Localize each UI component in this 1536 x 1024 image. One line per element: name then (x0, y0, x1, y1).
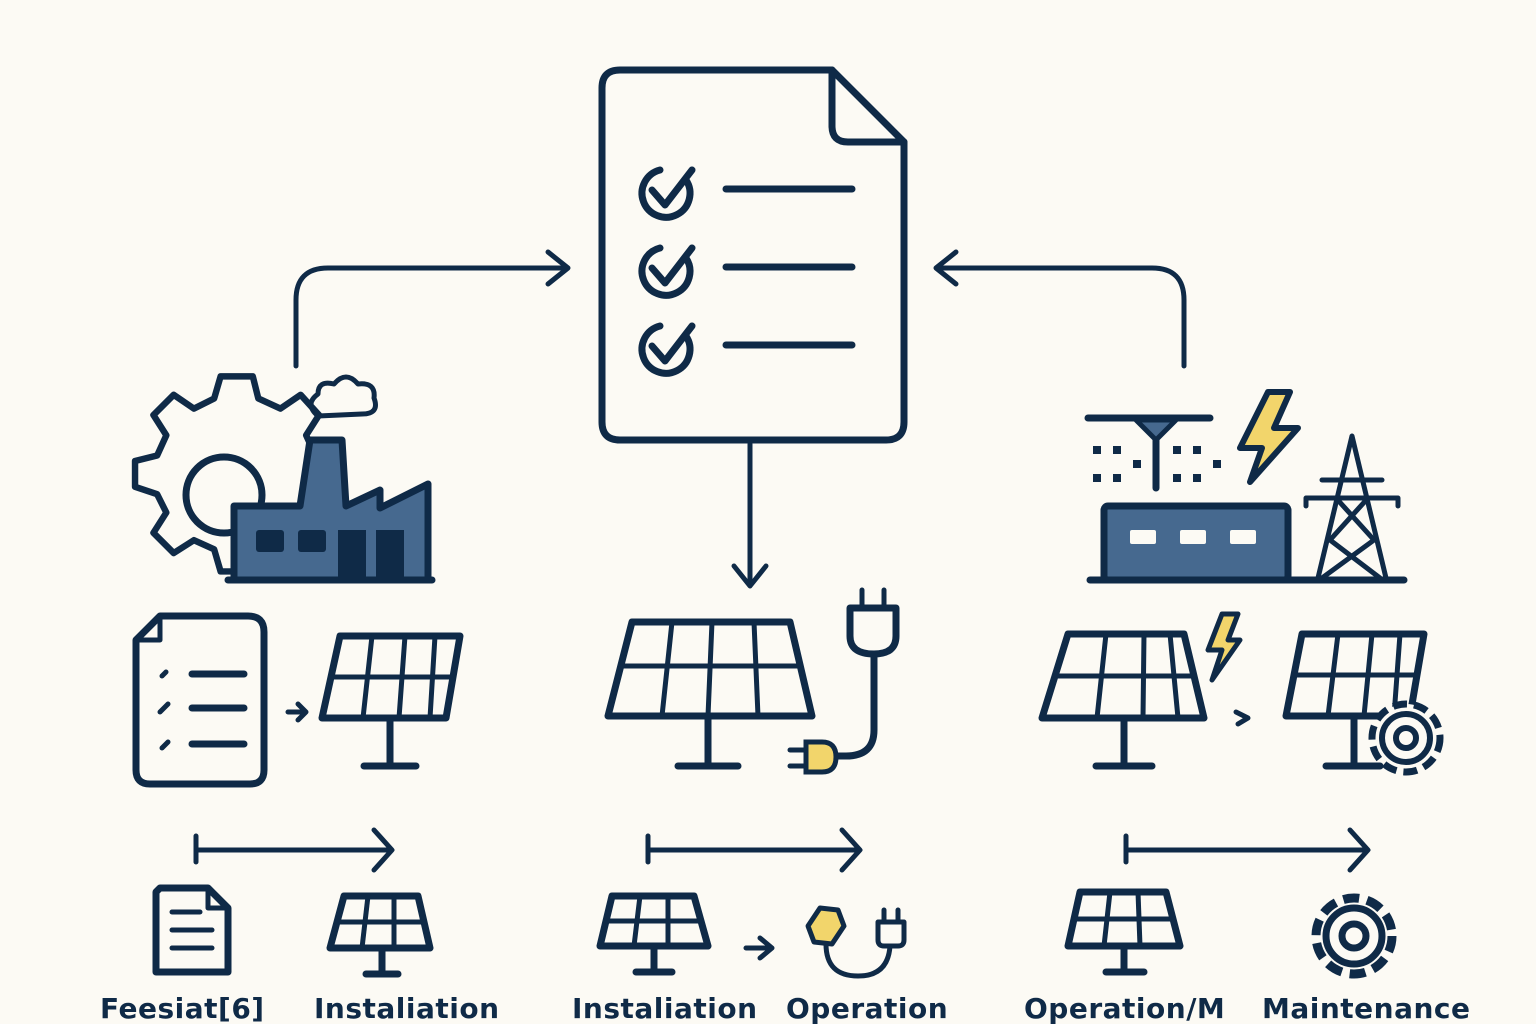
plug-cable-icon (787, 587, 900, 775)
small-arrow-icon (285, 701, 309, 723)
small-arrow-icon (1233, 709, 1251, 727)
solar-panel-icon (1064, 888, 1184, 976)
transformer-box (1100, 502, 1292, 584)
factory-icon (224, 436, 436, 584)
solar-panel-icon (326, 892, 434, 978)
label-feasibility: Feesiat[6] (100, 992, 265, 1024)
timeline-arrow (645, 827, 863, 873)
spray-dots (1093, 446, 1221, 482)
plug-connector-icon (805, 905, 907, 979)
checklist-document-icon (598, 66, 908, 444)
label-installation-center: Instaliation (572, 992, 758, 1024)
solar-panel-icon (318, 632, 464, 770)
lightning-icon (1237, 389, 1301, 485)
check-icon (638, 244, 696, 299)
solar-panel-icon (596, 892, 712, 976)
gear-factory-icon (131, 373, 436, 584)
power-tower-icon (1303, 433, 1401, 581)
solar-panel-icon (1038, 630, 1208, 770)
check-icon (638, 166, 696, 221)
label-maintenance: Maintenance (1262, 992, 1471, 1024)
arrow-right-to-document (933, 249, 1187, 369)
gear-icon (1368, 700, 1444, 776)
timeline-arrow (1123, 827, 1371, 873)
arrow-left-to-document (293, 249, 571, 369)
arrow-document-down (731, 441, 769, 589)
label-installation-left: Instaliation (314, 992, 500, 1024)
document-icon (152, 884, 232, 976)
label-operation-right: Operation/M (1024, 992, 1225, 1024)
document-list-icon (132, 612, 268, 788)
substation-power-tower-icon (1084, 389, 1408, 584)
solar-panel-icon (604, 618, 816, 770)
timeline-arrow (193, 827, 395, 873)
small-arrow-icon (743, 935, 775, 961)
gear-icon (1311, 893, 1397, 979)
check-icon (638, 322, 696, 377)
smoke-cloud-icon (308, 374, 378, 419)
label-operation-center: Operation (786, 992, 948, 1024)
lightning-icon (1205, 611, 1243, 683)
